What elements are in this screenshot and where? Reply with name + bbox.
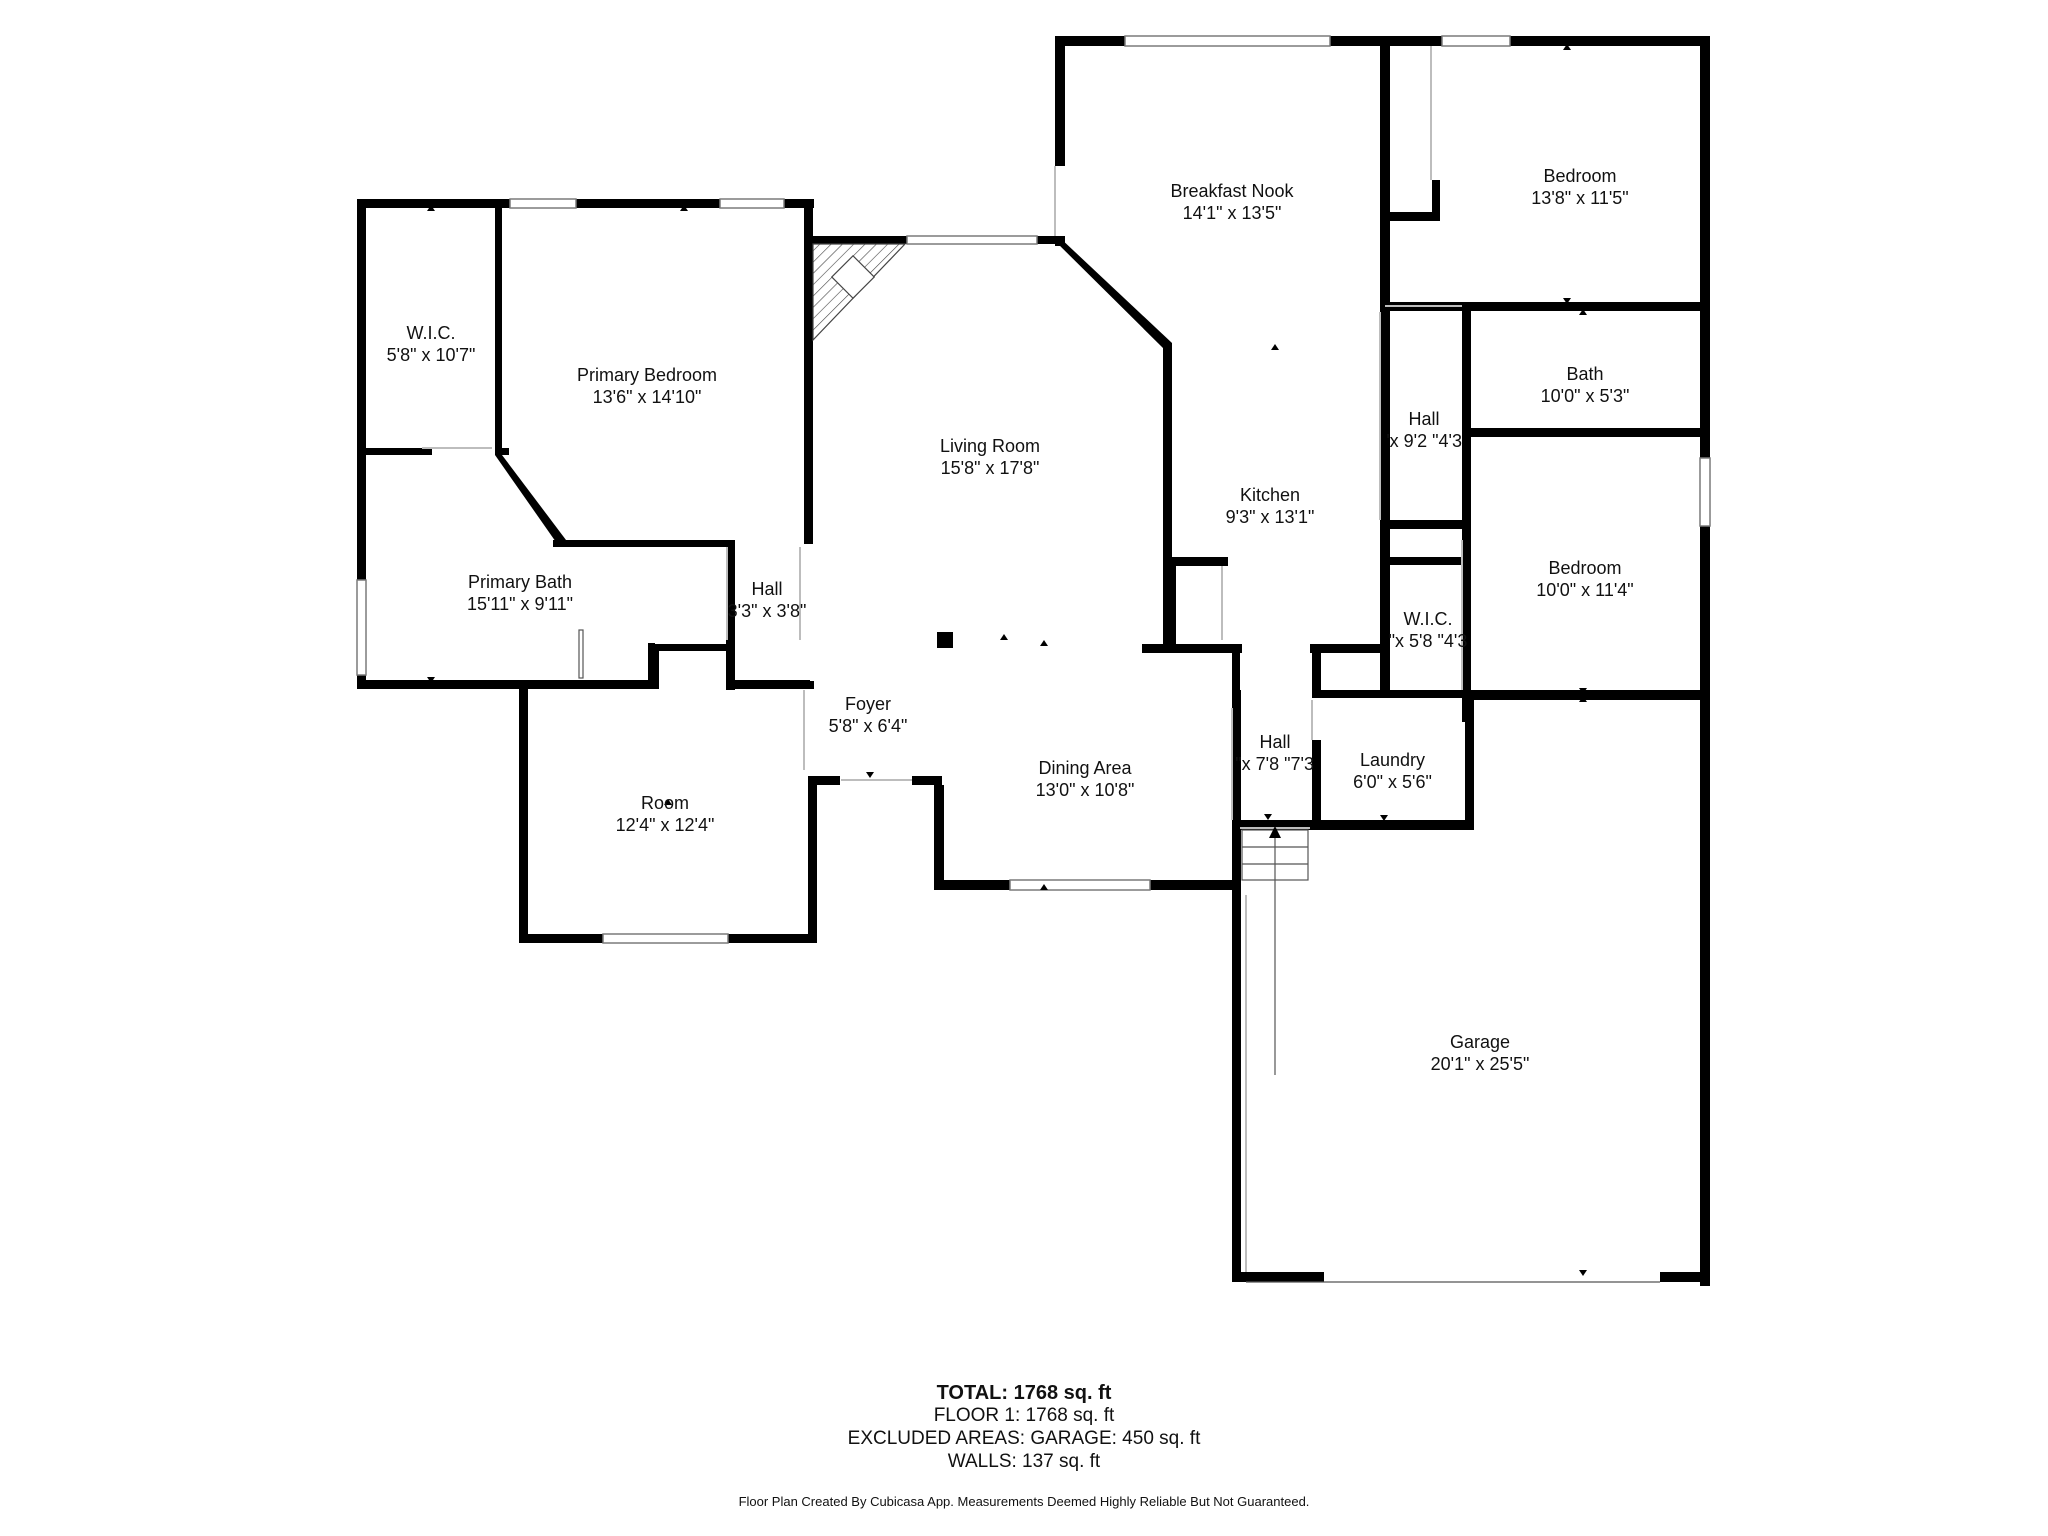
walls-area: WALLS: 137 sq. ft <box>947 1451 1101 1472</box>
room-dimensions: 13'0" x 10'8" <box>1035 780 1135 800</box>
room-name: W.I.C. <box>1403 609 1453 629</box>
room-name: Bedroom <box>1543 166 1617 186</box>
total-area: TOTAL: 1768 sq. ft <box>936 1382 1112 1404</box>
room-dimensions: 5'8" x 6'4" <box>828 716 908 736</box>
room-dimensions: 10'0" x 11'4" <box>1536 580 1634 600</box>
room-name: Garage <box>1449 1032 1511 1052</box>
room-name: Hall <box>1259 732 1291 752</box>
room-dimensions: 12'4" x 12'4" <box>615 815 715 835</box>
room-dimensions: 9'3" x 13'1" <box>1225 507 1315 527</box>
room-dimensions: 5'8" x 10'7" <box>386 345 476 365</box>
room-label-primary-bedroom: Primary Bedroom 13'6" x 14'10" <box>522 364 772 408</box>
windows <box>356 35 1711 944</box>
room-label-living-room: Living Room 15'8" x 17'8" <box>890 435 1090 479</box>
room-label-kitchen: Kitchen 9'3" x 13'1" <box>1180 484 1360 528</box>
room-name: Hall <box>751 579 783 599</box>
room-dimensions: 3'3" x 3'8" <box>727 601 807 621</box>
room-label-bedroom-2: Bedroom 10'0" x 11'4" <box>1495 557 1675 601</box>
room-label-room: Room 12'4" x 12'4" <box>565 792 765 836</box>
room-name: Bath <box>1566 364 1604 384</box>
room-dimensions: 15'8" x 17'8" <box>940 458 1040 478</box>
column <box>937 632 953 648</box>
fireplace-hearth <box>830 254 876 300</box>
room-name: Dining Area <box>1038 758 1132 778</box>
walls <box>357 36 1710 1286</box>
room-dimensions: 20'1" x 25'5" <box>1430 1054 1530 1074</box>
door-openings <box>422 46 1660 1283</box>
garage-steps <box>1241 826 1309 1075</box>
room-label-foyer: Foyer 5'8" x 6'4" <box>808 693 928 737</box>
room-name: Foyer <box>844 694 891 714</box>
room-name: Primary Bedroom <box>576 365 718 385</box>
room-dimensions: 13'8" x 11'5" <box>1531 188 1629 208</box>
room-label-hall-east: Hall 3'4" x 9'2" <box>1386 408 1462 452</box>
room-label-bedroom-1: Bedroom 13'8" x 11'5" <box>1480 165 1680 209</box>
floor-area: FLOOR 1: 1768 sq. ft <box>933 1405 1115 1426</box>
room-name: Breakfast Nook <box>1170 181 1294 201</box>
measurement-markers <box>427 44 1587 1276</box>
room-name: W.I.C. <box>406 323 456 343</box>
room-name: Room <box>640 793 689 813</box>
room-name: Hall <box>1408 409 1440 429</box>
room-name: Living Room <box>939 436 1041 456</box>
room-name: Kitchen <box>1239 485 1301 505</box>
disclaimer: Floor Plan Created By Cubicasa App. Meas… <box>738 1494 1310 1509</box>
room-label-breakfast-nook: Breakfast Nook 14'1" x 13'5" <box>1132 180 1332 224</box>
room-label-dining-area: Dining Area 13'0" x 10'8" <box>985 757 1185 801</box>
room-name: Laundry <box>1359 750 1426 770</box>
room-label-wic-east: W.I.C. 3'4" x 5'8" <box>1388 608 1468 652</box>
room-dimensions: 3'4" x 9'2" <box>1386 431 1462 451</box>
room-dimensions: 15'11" x 9'11" <box>466 594 574 614</box>
room-dimensions: 3'4" x 5'8" <box>1388 631 1468 651</box>
room-dimensions: 3'7" x 7'8" <box>1236 754 1314 774</box>
room-label-primary-bath: Primary Bath 15'11" x 9'11" <box>420 571 620 615</box>
room-dimensions: 10'0" x 5'3" <box>1540 386 1630 406</box>
room-label-garage: Garage 20'1" x 25'5" <box>1380 1031 1580 1075</box>
room-label-hall-garage: Hall 3'7" x 7'8" <box>1236 731 1314 775</box>
room-dimensions: 6'0" x 5'6" <box>1353 772 1432 792</box>
room-name: Bedroom <box>1548 558 1622 578</box>
room-dimensions: 14'1" x 13'5" <box>1182 203 1282 223</box>
room-name: Primary Bath <box>467 572 573 592</box>
room-label-wic-primary: W.I.C. 5'8" x 10'7" <box>366 322 496 366</box>
room-label-laundry: Laundry 6'0" x 5'6" <box>1320 749 1465 793</box>
excluded-areas: EXCLUDED AREAS: GARAGE: 450 sq. ft <box>847 1428 1201 1449</box>
room-dimensions: 13'6" x 14'10" <box>592 387 702 407</box>
room-label-bath: Bath 10'0" x 5'3" <box>1495 363 1675 407</box>
room-label-hall-small: Hall 3'3" x 3'8" <box>726 578 808 622</box>
